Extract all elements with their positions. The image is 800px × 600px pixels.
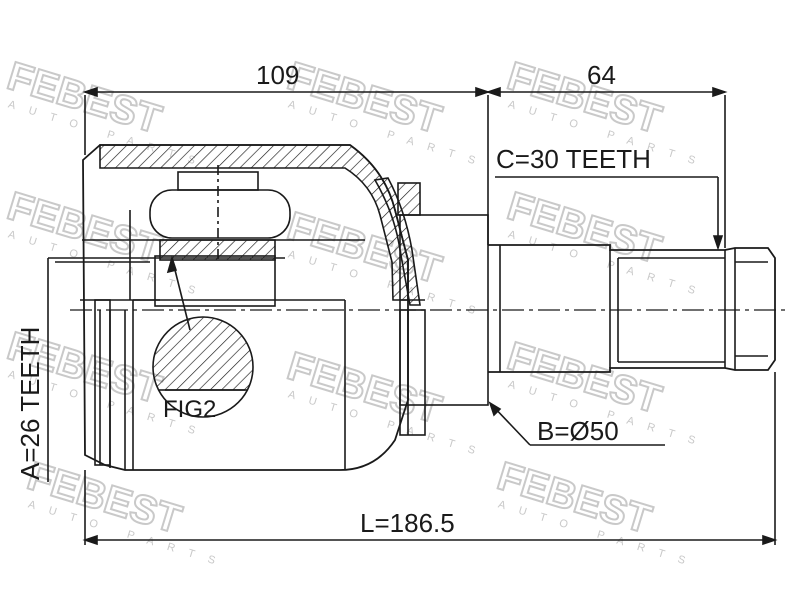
boot-hatch (373, 177, 421, 306)
teeth-c-label: C=30 TEETH (496, 144, 651, 174)
dim-label-64: 64 (587, 60, 616, 90)
watermark-group: FEBEST AUTO PARTS FEBEST AUTO PARTS FEBE… (1, 53, 710, 571)
dim-label-109: 109 (256, 60, 300, 90)
teeth-a-label: A=26 TEETH (15, 326, 45, 480)
length-label: L=186.5 (360, 508, 455, 538)
shaft (488, 244, 776, 373)
tripod-roller (149, 189, 291, 239)
diameter-b-label: B=Ø50 (537, 416, 619, 446)
fig2-label: FIG2 (163, 396, 217, 423)
spider-hub-hatch (159, 239, 276, 261)
